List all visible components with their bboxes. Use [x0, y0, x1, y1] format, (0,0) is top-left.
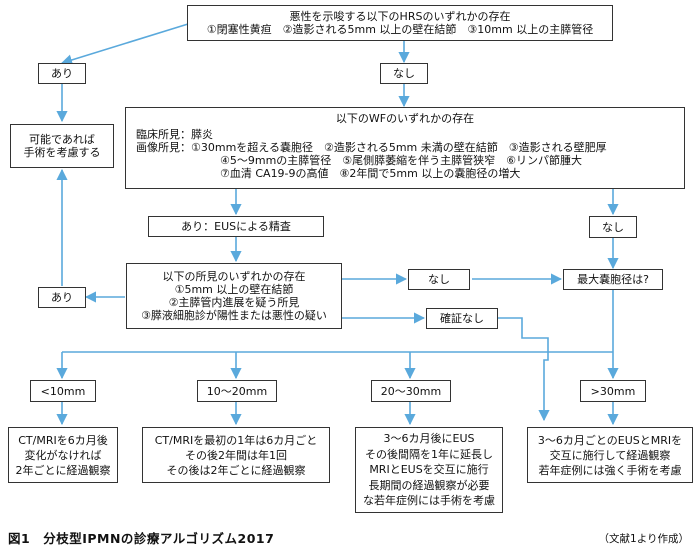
eus-findings-box: 以下の所見のいずれかの存在 ①5mm 以上の壁在結節 ②主膵管内進展を疑う所見 … [126, 263, 342, 329]
arrow-top-to-ari [60, 23, 189, 66]
arrow-kakusho-to-2030 [498, 317, 550, 422]
ari-left-text: あり [51, 291, 73, 304]
nashi-label-right: なし [589, 216, 637, 238]
size-gt30-text: >30mm [590, 384, 636, 398]
size-box-lt10: <10mm [30, 380, 96, 402]
hrs-title: 悪性を示唆する以下のHRSのいずれかの存在 [289, 10, 511, 23]
size-20-30-text: 20～30mm [380, 384, 442, 398]
wf-box: 以下のWFのいずれかの存在 臨床所見：膵炎 画像所見：①30mmを超える嚢胞径 … [125, 107, 685, 189]
size-10-20-text: 10～20mm [206, 384, 268, 398]
max-cyst-text: 最大嚢胞径は? [577, 273, 649, 286]
size-lt10-text: <10mm [40, 384, 86, 398]
plan-gt30-line1: 3～6カ月ごとのEUSとMRIを [537, 433, 683, 447]
size-box-10-20: 10～20mm [197, 380, 277, 402]
plan-box-20-30: 3～6カ月後にEUS その後間隔を1年に延長し MRIとEUSを交互に施行 長期… [355, 427, 503, 513]
plan-gt30-line2: 交互に施行して経過観察 [549, 448, 671, 462]
kakusho-nashi-label: 確証なし [426, 308, 498, 329]
plan-20-30-line3: MRIとEUSを交互に施行 [369, 463, 489, 477]
wf-clinical: 臨床所見：膵炎 [136, 128, 213, 141]
surgery-line1: 可能であれば [29, 133, 95, 146]
ari-eus-text: あり：EUSによる精査 [181, 220, 291, 233]
eus-item-1: ①5mm 以上の壁在結節 [174, 283, 294, 296]
nashi-mid-text: なし [428, 273, 450, 286]
plan-box-10-20: CT/MRIを最初の1年は6カ月ごと その後2年間は年1回 その後は2年ごとに経… [142, 427, 330, 483]
ari-label-left: あり [38, 287, 86, 308]
size-box-20-30: 20～30mm [371, 380, 451, 402]
plan-lt10-line1: CT/MRIを6カ月後 [18, 433, 108, 447]
hrs-items: ①閉塞性黄疸 ②造影される5mm 以上の壁在結節 ③10mm 以上の主膵管径 [206, 23, 594, 36]
plan-20-30-line1: 3～6カ月後にEUS [383, 432, 475, 446]
hrs-box: 悪性を示唆する以下のHRSのいずれかの存在 ①閉塞性黄疸 ②造影される5mm 以… [187, 5, 613, 41]
figure-caption: 図1 分枝型IPMNの診療アルゴリズム2017 [8, 531, 275, 546]
plan-lt10-line2: 変化がなければ [24, 448, 102, 462]
eus-item-2: ②主膵管内進展を疑う所見 [168, 296, 300, 309]
surgery-line2: 手術を考慮する [23, 146, 101, 159]
plan-10-20-line2: その後2年間は年1回 [185, 448, 287, 462]
plan-lt10-line3: 2年ごとに経過観察 [15, 463, 111, 477]
plan-gt30-line3: 若年症例には強く手術を考慮 [538, 463, 682, 477]
ari-text: あり [51, 67, 73, 80]
kakusho-nashi-text: 確証なし [440, 312, 484, 325]
nashi-right-text: なし [602, 220, 624, 234]
wf-imaging-3: ⑦血清 CA19-9の高値 ⑧2年間で5mm 以上の嚢胞径の増大 [220, 167, 521, 180]
plan-box-gt30: 3～6カ月ごとのEUSとMRIを 交互に施行して経過観察 若年症例には強く手術を… [527, 427, 693, 483]
nashi-label-top: なし [380, 63, 428, 84]
figure-credit: （文献1より作成） [598, 533, 689, 545]
eus-title: 以下の所見のいずれかの存在 [162, 270, 306, 283]
wf-imaging-1: 画像所見：①30mmを超える嚢胞径 ②造影される5mm 未満の壁在結節 ③造影さ… [136, 141, 607, 154]
eus-item-3: ③膵液細胞診が陽性または悪性の疑い [141, 309, 327, 322]
plan-20-30-line4: 長期間の経過観察が必要 [368, 478, 490, 492]
ari-eus-label: あり：EUSによる精査 [148, 216, 324, 237]
nashi-label-mid: なし [408, 269, 470, 290]
ari-label-top: あり [38, 63, 86, 84]
wf-imaging-2: ④5～9mmの主膵管径 ⑤尾側膵萎縮を伴う主膵管狭窄 ⑥リンパ節腫大 [220, 154, 583, 167]
plan-10-20-line1: CT/MRIを最初の1年は6カ月ごと [154, 433, 318, 447]
plan-box-lt10: CT/MRIを6カ月後 変化がなければ 2年ごとに経過観察 [8, 427, 118, 483]
surgery-box: 可能であれば 手術を考慮する [10, 124, 114, 168]
size-box-gt30: >30mm [580, 380, 646, 402]
max-cyst-box: 最大嚢胞径は? [563, 269, 663, 290]
plan-20-30-line2: その後間隔を1年に延長し [365, 447, 493, 461]
nashi-text: なし [393, 67, 415, 80]
plan-10-20-line3: その後は2年ごとに経過観察 [166, 463, 306, 477]
wf-title: 以下のWFのいずれかの存在 [335, 112, 475, 125]
plan-20-30-line5: な若年症例には手術を考慮 [363, 494, 495, 508]
